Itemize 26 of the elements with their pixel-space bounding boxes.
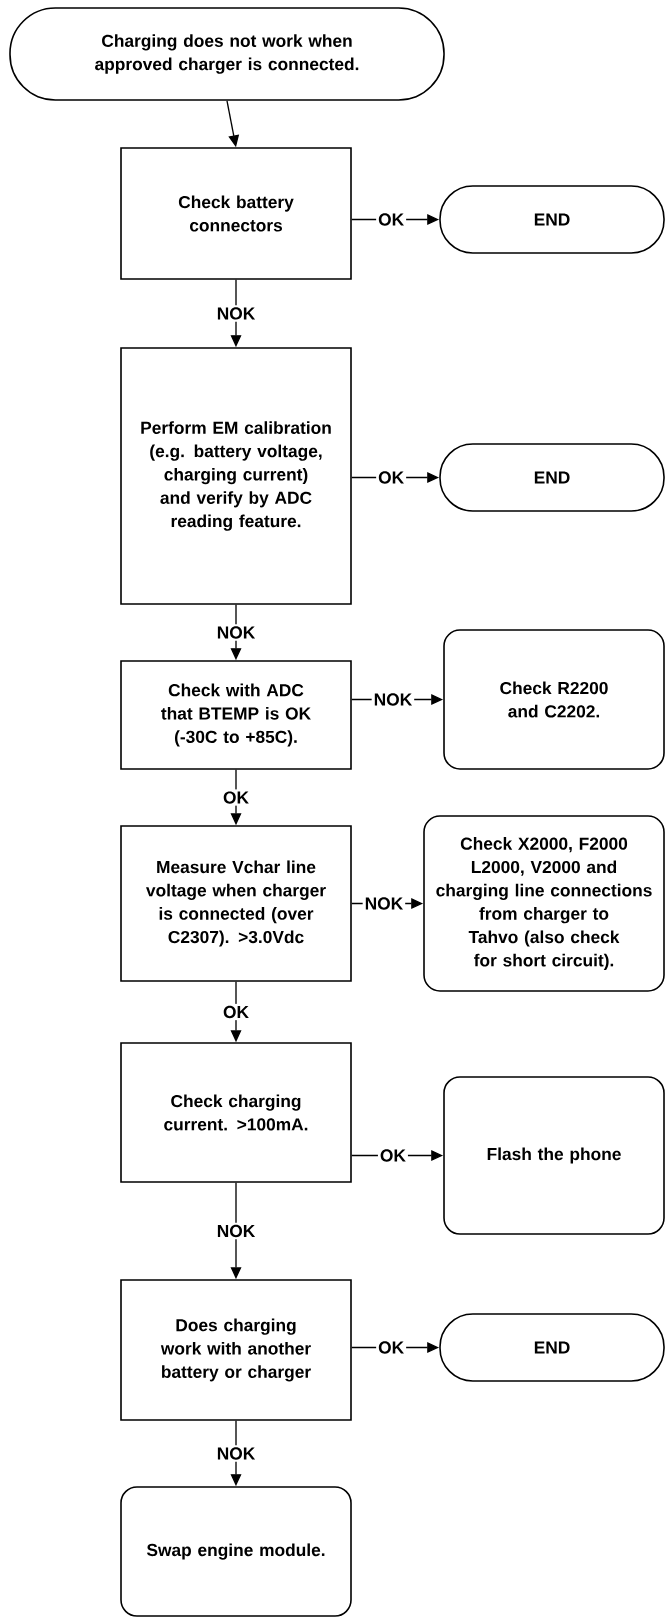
action-box: Swap engine module.: [120, 1486, 352, 1617]
process-box: Check charging current. >100mA.: [120, 1042, 352, 1183]
end-terminal: END: [439, 1313, 665, 1382]
process-box: Check battery connectors: [120, 147, 352, 280]
edge-label: NOK: [371, 691, 415, 708]
end-terminal: END: [439, 185, 665, 254]
action-box: Flash the phone: [443, 1076, 665, 1235]
action-box: Check R2200 and C2202.: [443, 629, 665, 770]
edge-label: OK: [376, 1339, 407, 1356]
process-box: Check with ADC that BTEMP is OK (-30C to +85C).: [120, 660, 352, 770]
edge-label: OK: [376, 469, 407, 486]
edge-label: NOK: [362, 895, 406, 912]
edge-label: NOK: [214, 1222, 258, 1240]
process-box: Perform EM calibration (e.g. battery voltage, charging current) and verify by ADC reading feature.: [120, 347, 352, 605]
edge-label: NOK: [214, 624, 258, 641]
edge-label: NOK: [214, 305, 258, 322]
process-box: Does charging work with another battery or charger: [120, 1279, 352, 1421]
action-box: Check X2000, F2000 L2000, V2000 and charging line connections from charger to Tahvo (also check for short circuit).: [423, 815, 665, 992]
start-terminal: Charging does not work when approved charger is connected.: [9, 7, 445, 101]
edge-label: NOK: [214, 1445, 258, 1462]
edge-label: OK: [221, 1003, 251, 1021]
end-terminal: END: [439, 443, 665, 512]
process-box: Measure Vchar line voltage when charger is connected (over C2307). >3.0Vdc: [120, 825, 352, 982]
edge-label: OK: [376, 211, 407, 228]
edge-label: OK: [377, 1147, 408, 1164]
edge-label: OK: [221, 789, 251, 806]
